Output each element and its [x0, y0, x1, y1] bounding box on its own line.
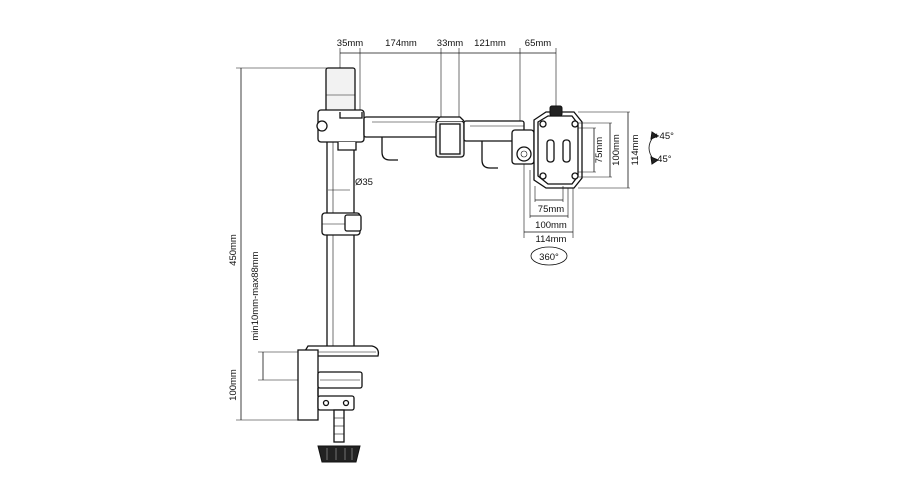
dim-vesa-h-75mm: 75mm — [538, 204, 564, 215]
dim-vesa-v-100mm: 100mm — [611, 134, 622, 166]
tilt-up-label: +45° — [654, 131, 674, 142]
rotation-label: 360° — [539, 252, 559, 263]
dim-vesa-v-114mm: 114mm — [630, 134, 641, 165]
dim-clamp-range: min10mm-max88mm — [250, 251, 261, 340]
tilt-indicator: +45° -45° — [648, 131, 674, 165]
vesa-horizontal-dimensions: 75mm 100mm 114mm — [523, 164, 574, 245]
dim-33mm: 33mm — [437, 38, 463, 49]
dim-121mm: 121mm — [474, 38, 506, 49]
vesa-vertical-dimensions: 75mm 100mm 114mm — [578, 111, 641, 189]
dim-174mm: 174mm — [385, 38, 417, 49]
dim-35mm: 35mm — [337, 38, 363, 49]
dim-450mm: 450mm — [228, 234, 239, 266]
clamp-assembly — [297, 345, 380, 463]
dim-65mm: 65mm — [525, 38, 551, 49]
rotation-badge: 360° — [530, 246, 568, 266]
top-dimension-chain: 35mm 174mm 33mm 121mm 65mm — [337, 38, 557, 128]
dim-vesa-v-75mm: 75mm — [594, 137, 605, 163]
dim-vesa-h-114mm: 114mm — [536, 234, 567, 245]
height-dimension: 450mm — [228, 67, 330, 421]
arm — [316, 109, 535, 169]
vesa-plate — [533, 105, 583, 189]
clamp-100-dimension: 100mm — [228, 369, 239, 401]
dim-100mm-clamp: 100mm — [228, 369, 239, 401]
tilt-down-label: -45° — [654, 154, 672, 165]
dim-pole-diameter: Ø35 — [355, 177, 373, 188]
dim-vesa-h-100mm: 100mm — [535, 220, 567, 231]
